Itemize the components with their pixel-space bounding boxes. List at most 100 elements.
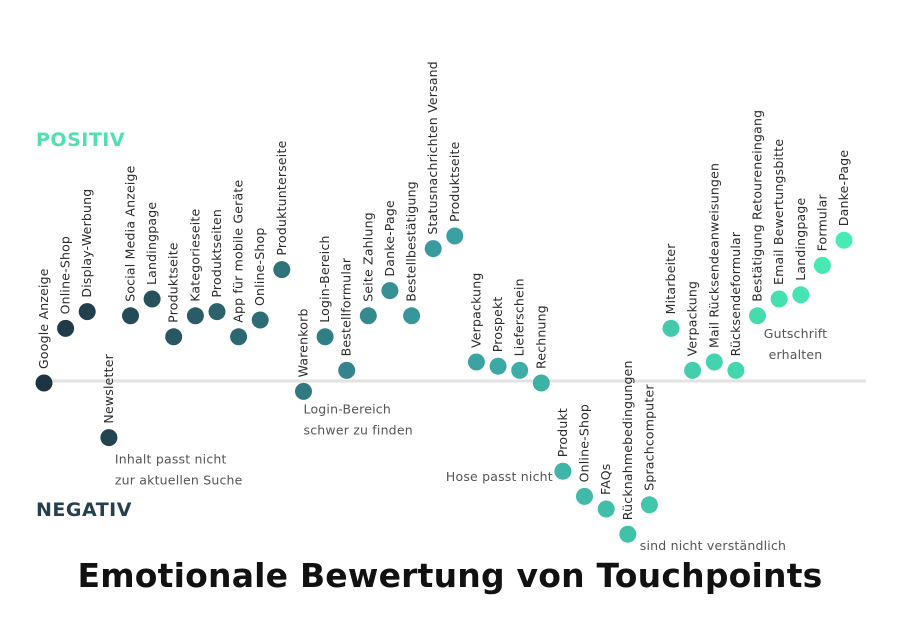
touchpoint-label: Mitarbeiter	[663, 243, 678, 315]
touchpoint-label: Verpackung	[468, 272, 483, 348]
touchpoint: Google Anzeige	[35, 268, 53, 392]
touchpoint-label: Rücknahmebedingungen	[620, 360, 635, 520]
touchpoint-dot	[640, 496, 658, 514]
touchpoint: Social Media Anzeige	[122, 165, 139, 325]
touchpoint-dot	[597, 500, 615, 518]
touchpoint: Lieferschein	[511, 278, 529, 379]
negative-axis-label: NEGATIV	[36, 499, 132, 521]
touchpoint-dot	[705, 353, 723, 371]
touchpoint: Verpackung	[467, 272, 485, 371]
touchpoint-dot	[727, 361, 745, 379]
touchpoint-label: Prospekt	[490, 296, 505, 352]
touchpoint-dot	[122, 307, 139, 325]
touchpoint-label: Formular	[814, 193, 829, 251]
touchpoint-label: Kategorieseite	[187, 209, 202, 302]
touchpoint: Bestellbestätigung	[403, 181, 421, 325]
touchpoint: Produktseiten	[208, 209, 226, 321]
touchpoint: App für mobile Geräte	[230, 180, 248, 346]
touchpoint-dot	[78, 303, 96, 321]
touchpoint-label: App für mobile Geräte	[231, 180, 246, 323]
touchpoint-dot	[316, 328, 334, 346]
touchpoint-dot	[813, 256, 831, 274]
touchpoint-dot	[554, 462, 572, 480]
touchpoint-label: Landingpage	[144, 202, 159, 285]
touchpoint-label: Sprachcomputer	[641, 384, 656, 491]
touchpoint-dot	[208, 303, 226, 321]
touchpoint-label: Warenkorb	[296, 308, 311, 377]
touchpoint: Prospekt	[489, 296, 507, 375]
touchpoint-label: Danke-Page	[382, 200, 397, 277]
touchpoint-dot	[186, 307, 204, 325]
touchpoint-dot	[295, 382, 312, 400]
touchpoint-label: FAQs	[598, 463, 613, 495]
touchpoint-label: Newsletter	[101, 353, 116, 423]
touchpoint: Produktunterseite	[273, 140, 291, 279]
annotation: sind nicht verständlich	[640, 538, 786, 553]
touchpoint-label: Lieferschein	[512, 278, 527, 356]
touchpoint: Statusnachrichten Versand	[424, 61, 442, 258]
touchpoint-dot	[381, 282, 399, 300]
touchpoint-dot	[143, 290, 161, 308]
touchpoint-dot	[467, 353, 485, 371]
chart-title: Emotionale Bewertung von Touchpoints	[77, 556, 823, 595]
touchpoint-dot	[532, 374, 550, 392]
touchpoint-dot	[489, 357, 507, 375]
touchpoint-label: Bestellformular	[339, 257, 354, 356]
annotation: Hose passt nicht	[446, 469, 553, 484]
touchpoint: Bestätigung Retoureneingang	[749, 110, 766, 325]
touchpoint-dot	[424, 240, 442, 258]
touchpoint: Sprachcomputer	[640, 384, 658, 514]
touchpoint-label: Produktseite	[447, 141, 462, 222]
touchpoint-label: Produktseite	[166, 242, 181, 323]
touchpoint: Verpackung	[684, 281, 702, 379]
touchpoint: Landingpage	[792, 197, 810, 304]
touchpoint-dot	[273, 261, 291, 279]
touchpoint: Online-Shop	[57, 236, 75, 337]
touchpoint: Newsletter	[100, 353, 118, 447]
touchpoint-label: Landingpage	[793, 197, 808, 280]
touchpoint-dot	[662, 319, 680, 337]
touchpoint-label: Online-Shop	[58, 236, 73, 314]
points-layer: Google Anzeige Online-Shop Display-Werbung…	[35, 61, 853, 543]
touchpoint-label: Produktseiten	[209, 209, 224, 298]
touchpoint: Warenkorb	[295, 308, 312, 400]
touchpoint: Online-Shop	[251, 228, 269, 329]
touchpoint-dot	[835, 231, 853, 249]
touchpoint: FAQs	[597, 463, 615, 518]
touchpoint-label: Display-Werbung	[79, 189, 94, 298]
touchpoint-dot	[619, 525, 637, 543]
touchpoint-label: Rücksendeformular	[728, 231, 743, 356]
touchpoint-label: Produkt	[555, 408, 570, 457]
touchpoint-dot	[57, 319, 75, 337]
touchpoint-dot	[35, 374, 53, 392]
touchpoint-dot	[251, 311, 269, 329]
touchpoint-label: Social Media Anzeige	[123, 165, 138, 301]
touchpoint-dot	[792, 286, 810, 304]
touchpoint-label: Mail Rücksendeanweisungen	[706, 163, 721, 348]
touchpoint-dot	[770, 290, 788, 308]
touchpoint-label: Bestätigung Retoureneingang	[750, 110, 765, 302]
touchpoint: Produktseite	[446, 141, 464, 245]
touchpoint: Bestellformular	[338, 257, 356, 379]
touchpoint: Login-Bereich	[316, 235, 334, 346]
touchpoint: Landingpage	[143, 202, 161, 308]
touchpoint-dot	[749, 307, 766, 325]
touchpoint-dot	[446, 227, 464, 245]
touchpoint: Formular	[813, 193, 831, 274]
touchpoint: Kategorieseite	[186, 209, 204, 325]
touchpoint: Rechnung	[532, 305, 550, 392]
touchpoint-dot	[230, 328, 248, 346]
touchpoint: Produktseite	[165, 242, 183, 346]
touchpoint: Mail Rücksendeanweisungen	[705, 163, 723, 371]
touchpoint-label: Seite Zahlung	[360, 212, 375, 302]
touchpoint-dot	[338, 361, 356, 379]
positive-axis-label: POSITIV	[36, 129, 125, 151]
touchpoint: Danke-Page	[835, 150, 853, 249]
touchpoint-dot	[100, 429, 118, 447]
touchpoint-label: Bestellbestätigung	[404, 181, 419, 302]
touchpoint-label: Online-Shop	[252, 228, 267, 306]
